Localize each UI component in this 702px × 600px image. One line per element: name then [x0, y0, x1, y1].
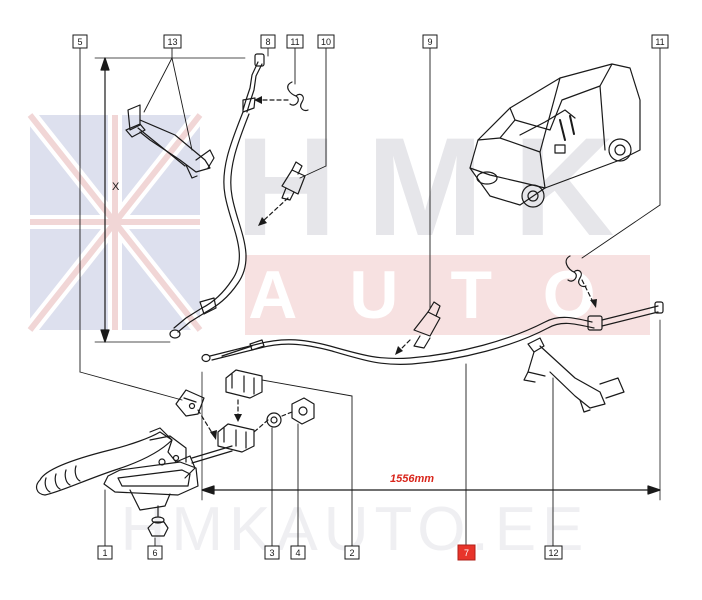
callout-2: 2 [344, 545, 360, 560]
callout-3: 3 [264, 545, 280, 560]
bracket-13 [125, 104, 215, 179]
watermark-logo: HMK AUTO [24, 108, 650, 335]
leader-lines [79, 47, 661, 547]
callout-12-number: 12 [548, 548, 558, 558]
assembly-arrowheads [210, 96, 597, 440]
callout-11-right: 11 [651, 34, 669, 49]
handbrake-lever-1 [35, 427, 233, 511]
clip-9 [413, 301, 441, 349]
callout-5-number: 5 [77, 37, 82, 47]
callout-9-number: 9 [427, 37, 432, 47]
equaliser-2 [217, 369, 263, 453]
callout-10-number: 10 [321, 37, 331, 47]
callout-12: 12 [544, 545, 563, 560]
van-illustration [469, 63, 641, 208]
callout-11-right-number: 11 [655, 37, 664, 47]
callout-1-number: 1 [102, 548, 107, 558]
clip-11-upper [287, 81, 309, 112]
washer-3 [266, 412, 282, 428]
x-dimension-label: X [112, 181, 120, 193]
length-dimension [201, 319, 661, 501]
callout-7-number: 7 [464, 548, 469, 558]
callout-13-number: 13 [167, 37, 177, 47]
bracket-12 [523, 337, 625, 413]
callout-11-upper-number: 11 [290, 37, 299, 47]
clip-11-right [565, 255, 587, 288]
watermark-logo-text: HMK [236, 108, 645, 265]
callout-5: 5 [72, 34, 88, 49]
x-dimension [94, 57, 246, 343]
callout-6-number: 6 [152, 548, 157, 558]
front-cable [169, 53, 265, 339]
callout-7-highlighted: 7 [457, 544, 476, 561]
callout-6: 6 [147, 545, 163, 560]
callout-10: 10 [317, 34, 335, 49]
nut-6 [147, 505, 169, 537]
callout-4: 4 [290, 545, 306, 560]
callout-9: 9 [422, 34, 438, 49]
callout-8-number: 8 [265, 37, 270, 47]
callout-3-number: 3 [269, 548, 274, 558]
callout-8: 8 [260, 34, 276, 49]
callout-4-number: 4 [295, 548, 300, 558]
nut-4 [291, 397, 315, 425]
callout-11-upper: 11 [286, 34, 304, 49]
callout-2-number: 2 [349, 548, 354, 558]
rear-cable-7 [201, 301, 664, 365]
clip-5 [175, 389, 205, 417]
drawing [35, 47, 664, 547]
length-dimension-label: 1556mm [390, 473, 434, 485]
callout-13: 13 [163, 34, 182, 49]
watermark: HMK AUTO HMKAUTO.EE [24, 108, 650, 564]
callout-1: 1 [97, 545, 113, 560]
